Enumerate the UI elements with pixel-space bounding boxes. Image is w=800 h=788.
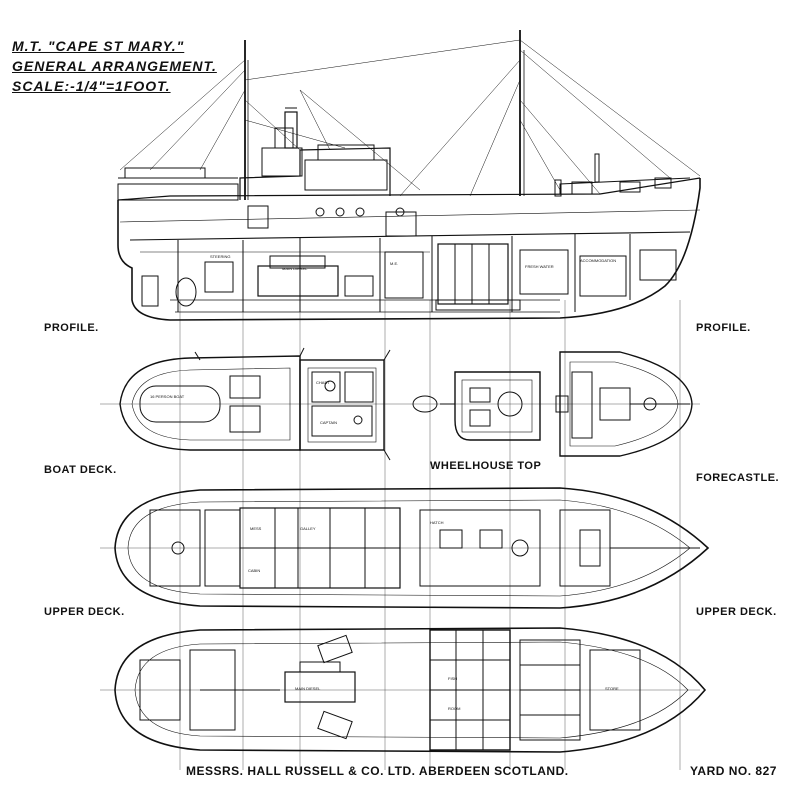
label-boat-deck: BOAT DECK.: [44, 464, 117, 476]
drawing-title: M.T. "CAPE ST MARY.": [12, 38, 185, 54]
upper-deck-view: HATCH MESS GALLEY CABIN: [114, 487, 710, 609]
label-profile-right: PROFILE.: [696, 322, 751, 334]
svg-text:ACCOMMODATION: ACCOMMODATION: [580, 258, 616, 263]
label-upper-deck-right: UPPER DECK.: [696, 606, 777, 618]
svg-text:HATCH: HATCH: [430, 520, 444, 525]
svg-text:FISH: FISH: [448, 676, 457, 681]
svg-text:CABIN: CABIN: [248, 568, 260, 573]
label-profile-left: PROFILE.: [44, 322, 99, 334]
drawing-scale: SCALE:-1/4"=1FOOT.: [12, 78, 171, 94]
yard-number: YARD NO. 827: [690, 764, 777, 778]
svg-text:MAIN DIESEL: MAIN DIESEL: [295, 686, 321, 691]
svg-text:CAPTAIN: CAPTAIN: [320, 420, 337, 425]
forecastle-outline: [559, 351, 693, 457]
profile-view: M.E. MAIN DIESEL FRESH WATER ACCOMMODATI…: [117, 30, 701, 321]
svg-text:MESS: MESS: [250, 526, 262, 531]
upper-deck-outline: [114, 487, 710, 609]
profile-hull: [117, 178, 701, 321]
svg-text:GALLEY: GALLEY: [300, 526, 316, 531]
svg-text:16 PERSON BOAT: 16 PERSON BOAT: [150, 394, 185, 399]
svg-text:STORE: STORE: [605, 686, 619, 691]
wheelhouse-top-view: [412, 371, 541, 441]
builder-caption: MESSRS. HALL RUSSELL & CO. LTD. ABERDEEN…: [186, 764, 569, 778]
drawing-subtitle: GENERAL ARRANGEMENT.: [12, 58, 217, 74]
svg-text:ROOM: ROOM: [448, 706, 460, 711]
svg-text:M.E.: M.E.: [390, 261, 398, 266]
svg-text:MAIN DIESEL: MAIN DIESEL: [282, 266, 308, 271]
superstructure-block: [239, 147, 391, 200]
boat-deck-outline: [119, 355, 301, 451]
label-forecastle: FORECASTLE.: [696, 472, 780, 484]
svg-text:STEERING: STEERING: [210, 254, 230, 259]
label-wheelhouse-top: WHEELHOUSE TOP: [430, 460, 542, 472]
wheelhouse-outline: [454, 371, 541, 441]
label-upper-deck-left: UPPER DECK.: [44, 606, 125, 618]
hold-outline: [114, 627, 707, 753]
svg-text:FRESH WATER: FRESH WATER: [525, 264, 554, 269]
hold-plan-view: FISH ROOM MAIN DIESEL STORE: [114, 627, 707, 753]
svg-text:CHART: CHART: [316, 380, 330, 385]
boat-deck-view: 16 PERSON BOAT CHART CAPTAIN: [119, 347, 391, 461]
forecastle-view: [555, 351, 693, 457]
